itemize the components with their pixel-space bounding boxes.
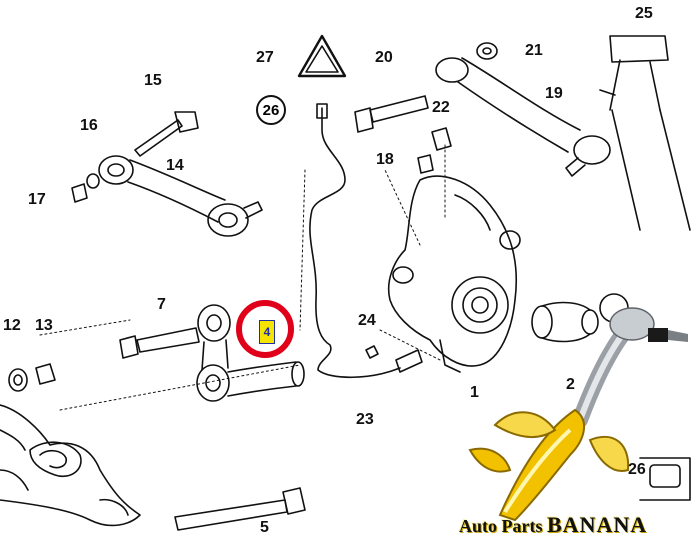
callout-16[interactable]: 16 [80, 117, 98, 134]
callout-23[interactable]: 23 [356, 411, 374, 428]
part-12-washer [8, 368, 28, 392]
callout-26-circled[interactable]: 26 [256, 95, 286, 125]
callout-19[interactable]: 19 [545, 85, 563, 102]
brand-line1: Auto Parts [459, 516, 547, 536]
part-16-17-nut-washer [71, 173, 100, 203]
highlight-callout-4[interactable]: 4 [259, 320, 275, 344]
callout-22[interactable]: 22 [432, 99, 450, 116]
part-22-nut [431, 127, 452, 151]
callout-14[interactable]: 14 [166, 157, 184, 174]
callout-27[interactable]: 27 [256, 49, 274, 66]
callout-26-bottom[interactable]: 26 [628, 461, 646, 478]
callout-25[interactable]: 25 [635, 5, 653, 22]
part-1-wheel-carrier [387, 175, 521, 373]
part-21-bushing [476, 42, 498, 60]
callout-12[interactable]: 12 [3, 317, 21, 334]
part-25-bracket [599, 35, 691, 231]
banana-logo-icon [468, 408, 630, 522]
part-15-bolt [134, 111, 199, 157]
leader-lines [39, 144, 446, 411]
brand-line2: BANANA [547, 512, 648, 537]
callout-5[interactable]: 5 [260, 519, 269, 536]
part-14-link-arm [98, 155, 263, 237]
part-7-bolt [119, 327, 200, 359]
callout-7[interactable]: 7 [157, 296, 166, 313]
callout-13[interactable]: 13 [35, 317, 53, 334]
part-5-bolt [174, 487, 306, 531]
callout-1[interactable]: 1 [470, 384, 479, 401]
subframe-drawing [0, 404, 141, 527]
part-18-nut [417, 154, 434, 174]
part-27-warning-sign [297, 34, 347, 78]
part-26-sensor-cable [309, 103, 423, 379]
callout-2[interactable]: 2 [566, 376, 575, 393]
callout-18[interactable]: 18 [376, 151, 394, 168]
part-24-bolt [365, 345, 379, 359]
highlight-ring [236, 300, 294, 358]
callout-17[interactable]: 17 [28, 191, 46, 208]
callout-24[interactable]: 24 [358, 312, 376, 329]
part-4-control-arm [196, 304, 305, 402]
part-19-upper-arm [435, 57, 611, 177]
part-20-bolt [354, 95, 429, 133]
callout-20[interactable]: 20 [375, 49, 393, 66]
part-2-bushing [531, 293, 629, 343]
part-6-clip [639, 457, 691, 501]
brand-watermark: Auto Parts BANANA [459, 512, 647, 538]
callout-21[interactable]: 21 [525, 42, 543, 59]
part-13-nut [35, 363, 56, 385]
stabilizer-link-photo [572, 307, 688, 428]
callout-15[interactable]: 15 [144, 72, 162, 89]
